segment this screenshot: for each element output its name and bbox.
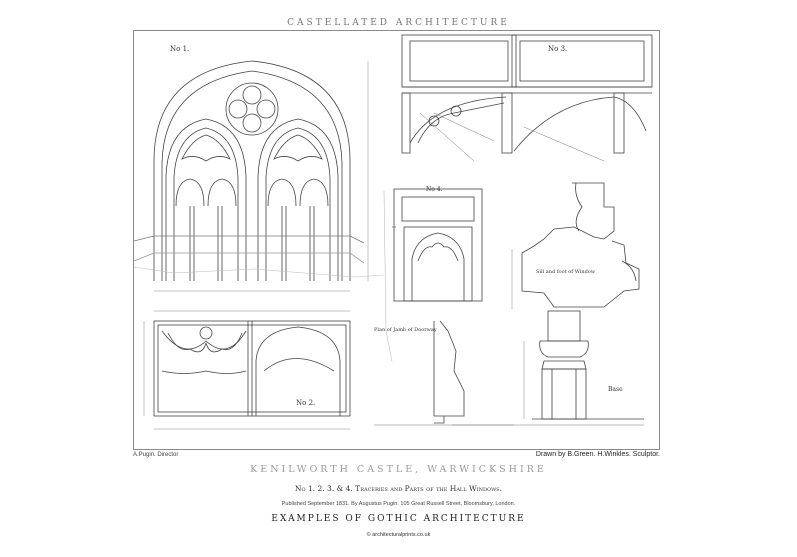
jamb-plan-drawing [374,320,514,426]
label-plan-jamb: Plan of Jamb of Doorway [374,327,437,333]
architectural-drawing: No 1. No 2. No 3. No 4. Sill and foot of… [134,34,653,430]
main-title: KENILWORTH CASTLE, WARWICKSHIRE [250,464,547,475]
label-no1: No 1. [170,45,189,53]
publication-line: Published September 1831. By Augustus Pu… [281,501,516,507]
artist-credit: Drawn by B.Green. H.Winkles. Sculptor. [535,451,660,458]
window-no4-drawing [392,188,483,302]
window-no1-drawing [134,60,369,312]
label-no4: No 4. [426,186,443,193]
label-base: Base [608,386,623,393]
label-sill: Sill and foot of Window [536,269,596,275]
column-base-drawing [523,310,644,420]
subtitle: No 1. 2. 3. & 4. Traceries and Parts of … [294,484,503,493]
sill-profile-drawing [511,182,640,309]
label-no2: No 2. [296,399,315,407]
engraving-plate: No 1. No 2. No 3. No 4. Sill and foot of… [133,30,660,450]
label-no3: No 3. [548,45,567,53]
window-no2-drawing [143,320,351,430]
website-credit: © architecturalprints.co.uk [366,532,431,538]
window-no3-drawing [401,34,653,162]
plate-header: CASTELLATED ARCHITECTURE [287,18,510,28]
director-credit: A.Pugin. Director [133,452,179,458]
series-title: EXAMPLES OF GOTHIC ARCHITECTURE [271,514,526,524]
